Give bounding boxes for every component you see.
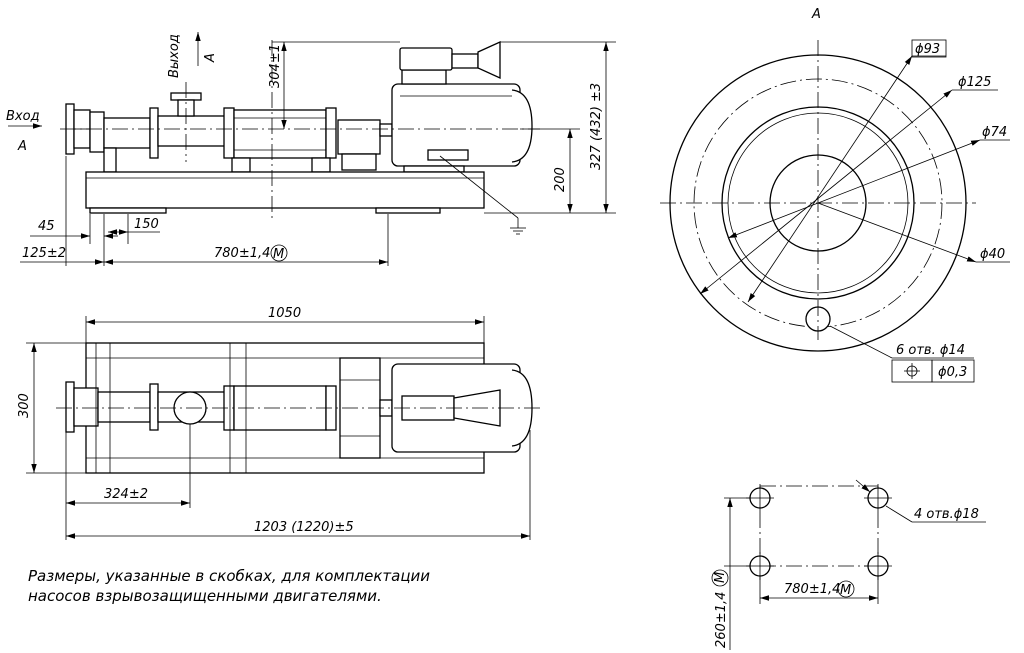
front-view: Вход A Выход A 304±1 200 327 (432) ±3 45… <box>6 32 616 266</box>
dim-150: 150 <box>134 217 159 232</box>
dim-phi74: ϕ74 <box>982 125 1007 140</box>
note-text: Размеры, указанные в скобках, для компле… <box>28 566 430 606</box>
coupling <box>337 119 381 155</box>
dim-1203: 1203 (1220)±5 <box>254 520 354 535</box>
mount-dim-780: 780±1,4 <box>784 582 840 597</box>
dim-300: 300 <box>17 393 32 418</box>
note-line-1: Размеры, указанные в скобках, для компле… <box>28 567 431 585</box>
dim-phi40: ϕ40 <box>980 247 1005 262</box>
dim-780-symbol: M <box>273 247 284 262</box>
note-line-2: насосов взрывозащищенными двигателями. <box>28 587 382 605</box>
inlet-label: Вход <box>6 109 40 124</box>
stator-housing <box>233 109 327 159</box>
dim-1050: 1050 <box>268 306 301 321</box>
dim-holes-4: 4 отв.ϕ18 <box>914 507 979 522</box>
dim-45: 45 <box>38 219 55 234</box>
dim-780: 780±1,4 <box>214 246 270 261</box>
dim-200: 200 <box>553 167 568 192</box>
dim-phi93: ϕ93 <box>915 42 940 57</box>
pipe-flange <box>149 107 159 159</box>
terminal-box <box>399 47 453 71</box>
suction-pipe <box>103 117 151 149</box>
inlet-view-label: A <box>17 139 27 154</box>
top-view: 1050 300 324±2 1203 (1220)±5 <box>17 306 540 540</box>
outlet-label: Выход <box>167 34 182 78</box>
mount-dim-780-symbol: M <box>840 583 851 598</box>
dim-phi125: ϕ125 <box>958 75 991 90</box>
mount-plan: 4 отв.ϕ18 780±1,4 M 260±1,4 M <box>711 479 986 650</box>
motor-plate <box>427 149 469 161</box>
dim-125: 125±2 <box>22 246 66 261</box>
m-symbol-circle <box>270 244 288 262</box>
pump-body-pipe <box>157 115 227 147</box>
dim-324: 324±2 <box>104 487 148 502</box>
mount-dim-260: 260±1,4 <box>714 592 729 648</box>
dim-327: 327 (432) ±3 <box>589 83 604 170</box>
outlet-view-label: A <box>203 53 218 63</box>
mount-dim-260-symbol: M <box>713 572 728 583</box>
base-frame <box>85 171 485 209</box>
dim-304: 304±1 <box>268 44 283 88</box>
dim-holes-6: 6 отв. ϕ14 <box>896 343 965 358</box>
tolerance-value: ϕ0,3 <box>938 365 967 380</box>
cable-gland <box>477 40 501 80</box>
view-a: A ϕ93 ϕ125 ϕ74 ϕ40 6 отв. ϕ14 ϕ0,3 <box>660 7 1010 383</box>
view-a-title: A <box>811 7 821 22</box>
